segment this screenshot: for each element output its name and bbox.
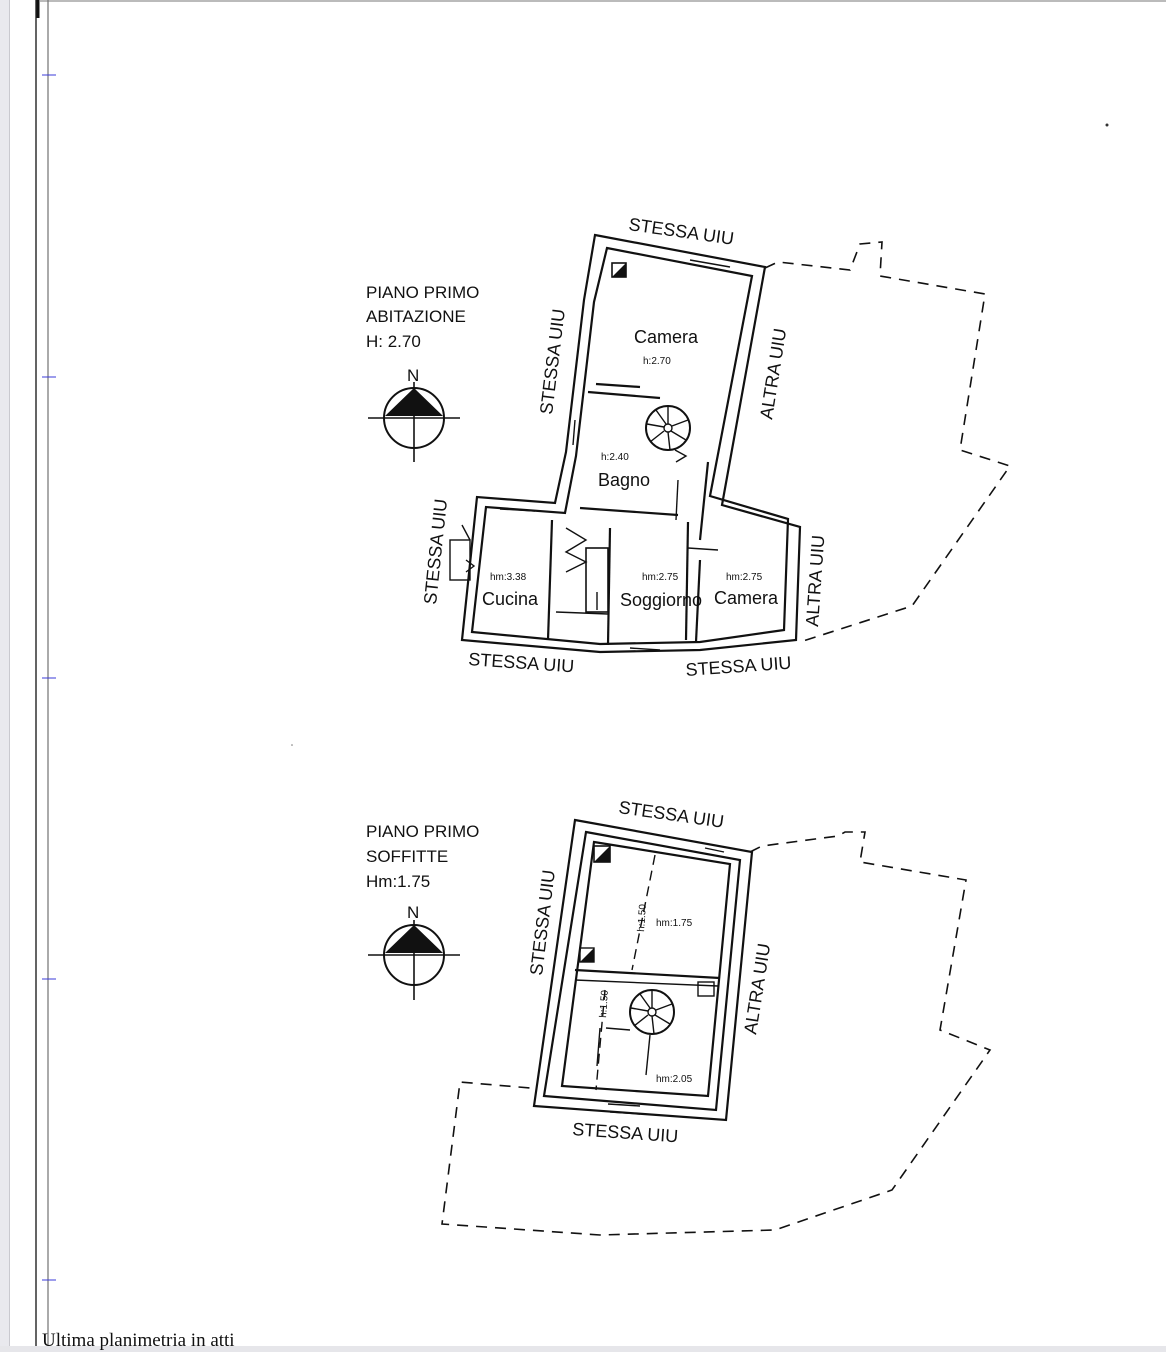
room-soggiorno-height: hm:2.75 xyxy=(642,572,679,583)
plan2-label-bottom: STESSA UIU xyxy=(572,1119,679,1146)
plan2-title-line2: SOFFITTE xyxy=(366,847,448,866)
plan2-label-right: ALTRA UIU xyxy=(740,942,774,1036)
plan1-label-left-lower: STESSA UIU xyxy=(420,498,451,606)
plan1-label-right-lower: ALTRA UIU xyxy=(802,534,828,627)
page-frame xyxy=(35,0,1166,1346)
room-soggiorno: Soggiorno xyxy=(620,590,702,610)
plan1-label-bottom-right: STESSA UIU xyxy=(685,653,792,680)
plan1-label-right-upper: ALTRA UIU xyxy=(756,327,790,421)
plan2-upper-h: h:1.50 xyxy=(636,903,649,932)
north-arrow-icon: N xyxy=(368,903,460,1000)
room-bagno: Bagno xyxy=(598,470,650,490)
room-camera-2: Camera xyxy=(714,588,779,608)
room-camera-1: Camera xyxy=(634,327,699,347)
floor-plan-drawing: PIANO PRIMO ABITAZIONE H: 2.70 N xyxy=(35,0,1166,1346)
plan1-title-line3: H: 2.70 xyxy=(366,332,421,351)
plan2-lower-hm: hm:2.05 xyxy=(656,1074,693,1085)
plan1-title-line1: PIANO PRIMO xyxy=(366,283,479,302)
spiral-stair-icon xyxy=(645,405,691,463)
plan2-north-label: N xyxy=(407,903,419,922)
spiral-stair-icon xyxy=(629,989,675,1035)
footer-caption: Ultima planimetria in atti xyxy=(42,1330,235,1351)
plan1-title-line2: ABITAZIONE xyxy=(366,307,466,326)
room-cucina: Cucina xyxy=(482,589,539,609)
plan1-label-bottom-left: STESSA UIU xyxy=(468,649,575,676)
plan1-walls xyxy=(449,233,802,654)
room-camera-2-height: hm:2.75 xyxy=(726,572,763,583)
plan1-boundary xyxy=(764,241,1012,643)
plan2-title-line1: PIANO PRIMO xyxy=(366,822,479,841)
plan2-upper-hm: hm:1.75 xyxy=(656,918,693,929)
plan2-boundary xyxy=(441,831,992,1236)
north-arrow-icon: N xyxy=(368,366,460,462)
plan1-north-label: N xyxy=(407,366,419,385)
room-camera-1-height: h:2.70 xyxy=(643,356,671,367)
room-bagno-height: h:2.40 xyxy=(601,452,629,463)
plan2-title: PIANO PRIMO SOFFITTE Hm:1.75 xyxy=(366,822,479,891)
plan2-label-top: STESSA UIU xyxy=(617,797,725,832)
plan1-label-left-upper: STESSA UIU xyxy=(536,308,569,416)
document-page: PIANO PRIMO ABITAZIONE H: 2.70 N xyxy=(10,0,1166,1351)
plan2-lower-h: h:1.50 xyxy=(598,989,611,1018)
room-cucina-height: hm:3.38 xyxy=(490,572,527,583)
plan2-walls xyxy=(532,818,754,1122)
plan2-title-line3: Hm:1.75 xyxy=(366,872,430,891)
plan1-title: PIANO PRIMO ABITAZIONE H: 2.70 xyxy=(366,283,479,351)
